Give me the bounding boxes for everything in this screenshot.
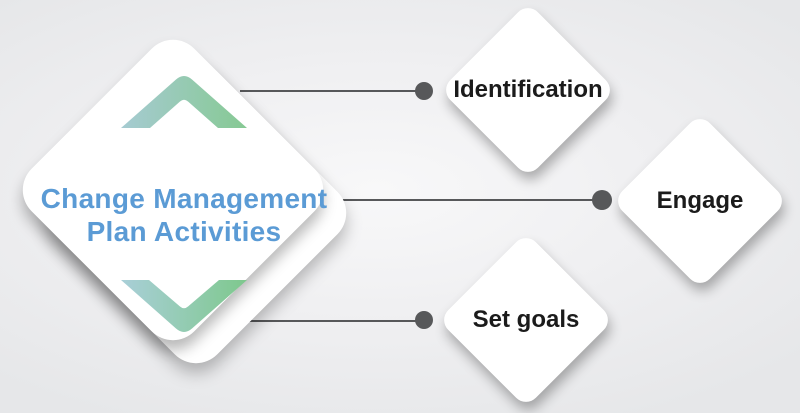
title-line-1: Change Management: [40, 183, 328, 214]
node-label-identification: Identification: [453, 76, 603, 103]
connector-line-set-goals: [240, 320, 425, 322]
title-line-2: Plan Activities: [86, 216, 282, 247]
node-label-set-goals: Set goals: [472, 306, 580, 333]
connector-line-engage: [300, 199, 603, 201]
connector-line-identification: [240, 90, 425, 92]
connector-dot-set-goals: [415, 311, 433, 329]
connector-dot-engage: [592, 190, 612, 210]
chevron-up-icon: [121, 76, 247, 128]
node-label-engage: Engage: [656, 187, 744, 214]
connector-dot-identification: [415, 82, 433, 100]
chevron-down-icon: [121, 280, 247, 332]
main-diamond-title: Change Management Plan Activities: [4, 182, 364, 248]
